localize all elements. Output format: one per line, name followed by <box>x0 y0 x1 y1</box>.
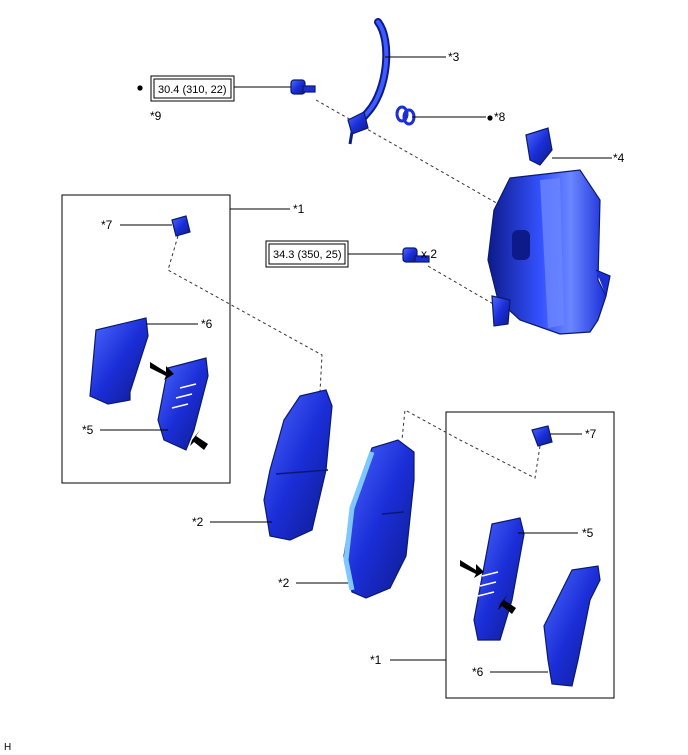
pad-kit-box-left <box>61 194 231 484</box>
union-bolt <box>290 79 316 95</box>
torque-value-union-bolt: 30.4 (310, 22) <box>158 84 227 96</box>
brake-hose <box>347 18 391 145</box>
assembly-line-clip-right <box>401 409 541 479</box>
arrow-icon <box>498 594 516 614</box>
label-pad-outer: *2 <box>278 576 290 590</box>
shim-cover-left <box>89 317 149 405</box>
label-shim-right: *5 <box>582 526 594 540</box>
caliper-bolt <box>402 247 430 263</box>
label-union-bolt: *9 <box>150 109 162 123</box>
label-clip-right: *7 <box>585 427 597 441</box>
label-washer: *8 <box>494 110 506 124</box>
assembly-line-bolt <box>315 99 501 206</box>
arrow-icon <box>150 362 174 380</box>
brake-caliper <box>487 127 611 335</box>
torque-box-union-bolt: 30.4 (310, 22) <box>150 75 235 102</box>
assembly-line-clip-left <box>167 235 323 393</box>
clip-right <box>531 425 553 447</box>
label-shim-left: *5 <box>82 423 94 437</box>
arrow-icon <box>460 560 484 578</box>
label-pad-kit-right: *1 <box>370 653 382 667</box>
brake-pad-inner <box>263 389 333 541</box>
label-clip-left: *7 <box>101 218 113 232</box>
label-shim-cover-right: *6 <box>472 665 484 679</box>
bullet-icon <box>137 85 143 91</box>
gasket-washers <box>395 105 416 126</box>
torque-box-caliper-bolt: 34.3 (350, 25) <box>265 240 349 268</box>
shim-cover-right <box>543 565 601 687</box>
quantity-label: x 2 <box>421 247 437 261</box>
label-pad-inner: *2 <box>192 515 204 529</box>
assembly-line-caliper-bolt <box>427 265 496 306</box>
bullet-icon <box>487 115 493 121</box>
arrow-icon <box>190 430 208 450</box>
torque-value-caliper-bolt: 34.3 (350, 25) <box>273 249 342 261</box>
corner-mark: H <box>4 742 11 753</box>
pad-kit-box-right <box>445 411 615 699</box>
brake-pad-outer <box>343 439 415 599</box>
label-pad-kit-left: *1 <box>293 202 305 216</box>
label-caliper: *4 <box>613 151 625 165</box>
shim-right <box>473 517 525 641</box>
label-hose: *3 <box>448 50 460 64</box>
shim-left <box>157 357 209 451</box>
label-shim-cover-left: *6 <box>201 317 213 331</box>
clip-left <box>171 215 191 237</box>
